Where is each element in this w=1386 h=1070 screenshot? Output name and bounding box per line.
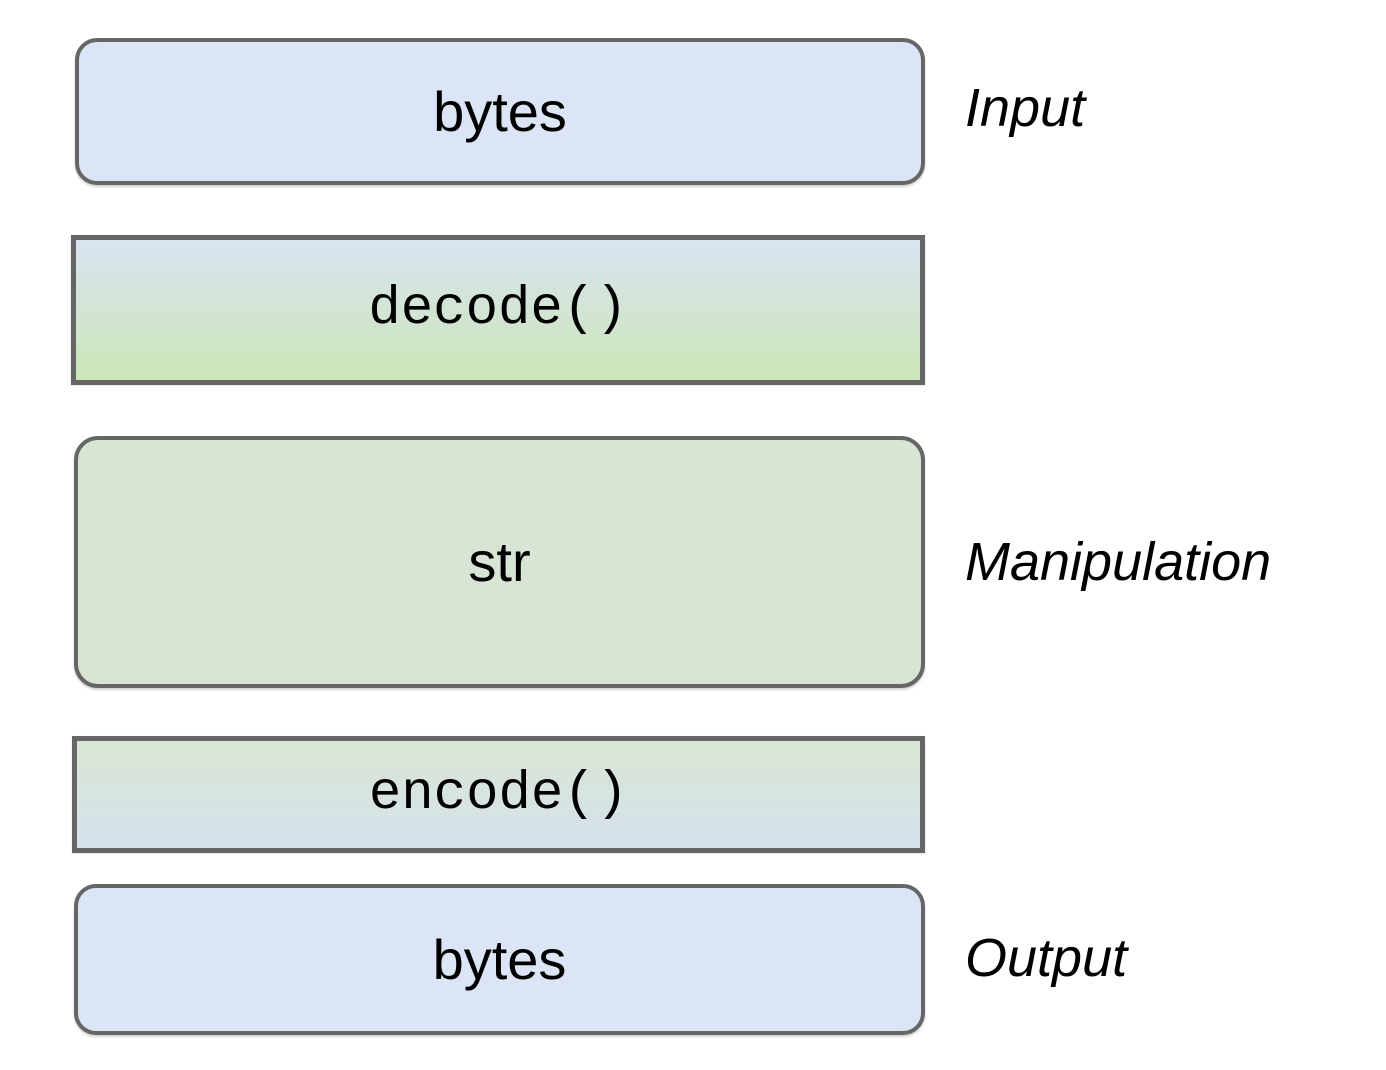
node-bytes-input: bytes [75,38,925,185]
node-decode-label: decode() [368,279,628,340]
node-decode: decode() [71,235,925,385]
stage-label-output: Output [965,928,1128,988]
node-str-label: str [468,530,531,593]
stage-label-manipulation: Manipulation [965,532,1272,592]
node-encode: encode() [72,736,925,853]
node-bytes-output: bytes [74,884,925,1035]
node-encode-label: encode() [368,763,629,825]
node-bytes-input-label: bytes [433,79,567,143]
node-str: str [74,436,925,688]
stage-label-input: Input [965,78,1086,138]
node-bytes-output-label: bytes [432,927,567,991]
